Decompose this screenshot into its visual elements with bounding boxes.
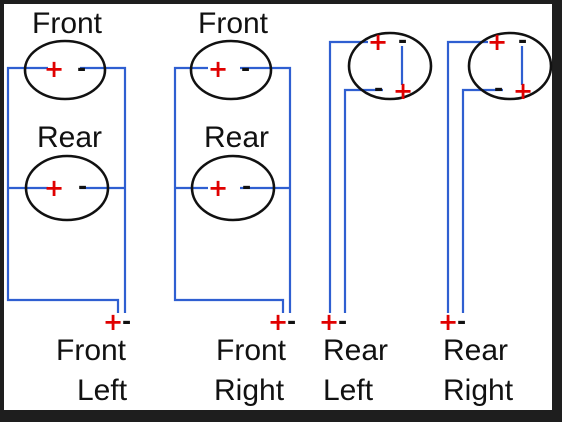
output-label-line2: Left xyxy=(323,374,374,407)
speaker-label-rear: Rear xyxy=(204,121,269,154)
output-negative: - xyxy=(457,310,466,335)
speaker-rear-negative: - xyxy=(78,175,87,200)
speaker-bottom-positive: + xyxy=(393,77,413,105)
speaker-rear xyxy=(190,154,276,222)
speaker-label-rear: Rear xyxy=(37,121,102,154)
wire-negative xyxy=(461,88,503,313)
speaker-rear-positive: + xyxy=(208,174,228,202)
speaker-front-positive: + xyxy=(208,55,228,83)
wire-negative xyxy=(343,88,383,313)
speaker-rear xyxy=(24,154,110,222)
wire-negative xyxy=(240,66,292,313)
output-label-line2: Right xyxy=(443,374,514,407)
speaker-rear-negative: - xyxy=(242,175,251,200)
output-label-line1: Rear xyxy=(443,334,508,367)
output-label-line1: Rear xyxy=(323,334,388,367)
speaker-single xyxy=(347,31,433,101)
wire-positive xyxy=(446,40,488,313)
wire-positive xyxy=(328,40,368,313)
output-label-line2: Left xyxy=(77,374,128,407)
output-label-line2: Right xyxy=(214,374,285,407)
speaker-front-negative: - xyxy=(241,57,250,82)
diagram-rear-left: + - - + + - Rear Left xyxy=(319,28,433,407)
wire-positive xyxy=(173,66,285,313)
speaker-top-negative: - xyxy=(518,29,527,54)
speaker-top-positive: + xyxy=(487,28,507,56)
output-negative: - xyxy=(287,310,296,335)
speaker-top-positive: + xyxy=(368,28,388,56)
speaker-single xyxy=(467,31,553,101)
output-positive: + xyxy=(268,308,288,336)
output-positive: + xyxy=(438,308,458,336)
diagram-rear-right: + - - + + - Rear Right xyxy=(438,28,553,407)
speaker-bottom-negative: - xyxy=(374,77,383,102)
diagram-front-right: Front + - Rear + - + - Front Right xyxy=(173,7,296,407)
output-positive: + xyxy=(103,308,123,336)
output-negative: - xyxy=(122,310,131,335)
speaker-label-front: Front xyxy=(32,7,103,40)
speaker-top-negative: - xyxy=(398,29,407,54)
wire-positive xyxy=(6,66,120,313)
output-positive: + xyxy=(319,308,339,336)
speaker-front-positive: + xyxy=(44,55,64,83)
wire-negative xyxy=(80,66,127,313)
output-label-line1: Front xyxy=(56,334,127,367)
diagram-background xyxy=(4,4,552,410)
speaker-front xyxy=(23,39,107,101)
speaker-bottom-negative: - xyxy=(494,77,503,102)
speaker-rear-positive: + xyxy=(44,174,64,202)
output-label-line1: Front xyxy=(216,334,287,367)
speaker-bottom-positive: + xyxy=(513,77,533,105)
diagram-front-left: Front + - Rear + - + - Front Left xyxy=(6,7,131,407)
speaker-front xyxy=(189,39,273,101)
output-negative: - xyxy=(338,310,347,335)
speaker-label-front: Front xyxy=(198,7,269,40)
speaker-front-negative: - xyxy=(77,57,86,82)
